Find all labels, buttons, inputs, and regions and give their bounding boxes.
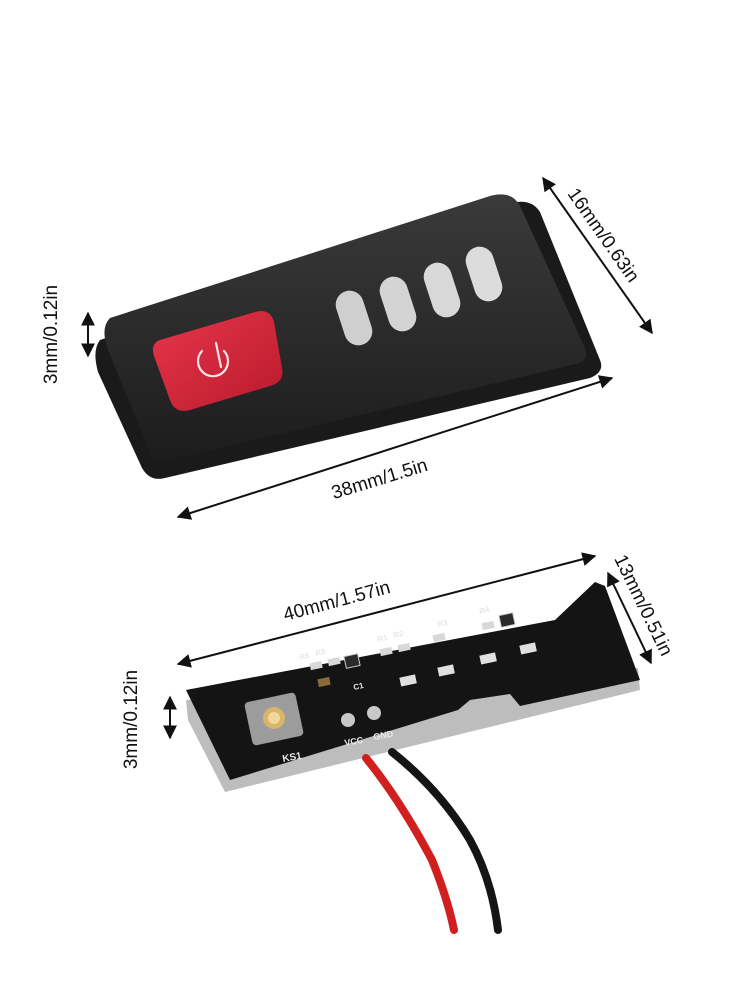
label-c1: C1 [353, 681, 365, 692]
battery-led-windows [335, 246, 503, 346]
label-vcc: VCC [344, 735, 365, 748]
label-r2: R2 [393, 629, 405, 640]
vcc-pad [341, 713, 355, 727]
panel-height-arrow [542, 176, 653, 335]
label-r3: R3 [437, 618, 449, 629]
board-thickness-label: 3mm/0.12in [121, 669, 143, 770]
led-panel [95, 194, 602, 479]
label-r6: R6 [299, 651, 311, 662]
label-ks1: KS1 [282, 751, 303, 765]
led-window-2 [379, 276, 417, 332]
label-r5: R5 [315, 647, 327, 658]
led-window-4 [465, 246, 503, 302]
board-width-arrow [176, 552, 597, 668]
label-r1: R1 [377, 633, 389, 644]
panel-width-arrow [176, 375, 614, 520]
tactile-switch[interactable] [244, 692, 304, 746]
label-gnd: GND [373, 729, 395, 742]
panel-thickness-label: 3mm/0.12in [41, 284, 63, 385]
led-window-3 [423, 262, 461, 318]
red-wire [362, 754, 458, 934]
gnd-pad [367, 706, 381, 720]
label-r4: R4 [479, 605, 491, 616]
led-window-1 [335, 290, 373, 346]
pcb-board: KS1 VCC GND R6 R5 C1 R1 R2 R3 R4 [186, 582, 640, 792]
board-height-arrow [607, 571, 652, 665]
black-wire [388, 748, 502, 934]
